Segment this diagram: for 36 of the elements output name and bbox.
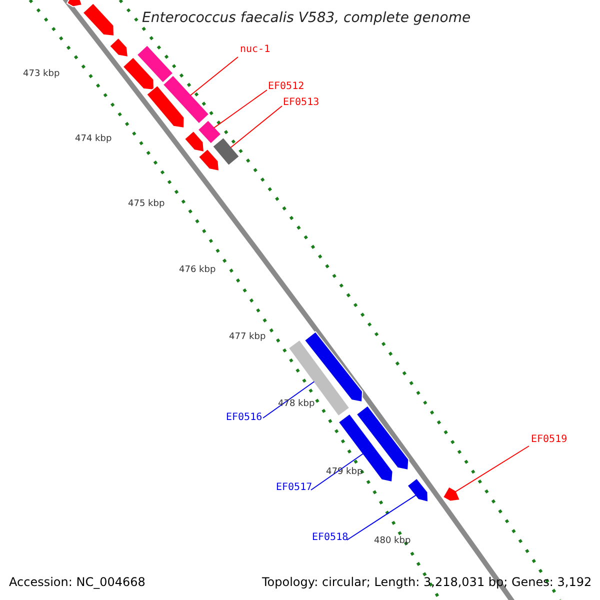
gene-feature (82, 2, 115, 37)
gene-feature (197, 120, 222, 144)
genome-stats-text: Topology: circular; Length: 3,218,031 bp; Genes: 3,192 (262, 576, 592, 588)
gene-label: EF0513 (283, 98, 320, 108)
gene-feature (146, 84, 185, 129)
gene-label: EF0519 (531, 435, 568, 445)
gene-feature (442, 486, 461, 502)
gene-label: EF0512 (268, 82, 304, 92)
gene-feature (66, 0, 83, 8)
genome-title: Enterococcus faecalis V583, complete genome (142, 11, 471, 25)
gene-feature (162, 74, 210, 124)
scale-label: 475 kbp (128, 200, 165, 209)
gene-label: EF0517 (276, 483, 312, 493)
gene-label: EF0516 (226, 413, 262, 423)
gene-feature (212, 136, 240, 166)
leader-line (310, 453, 364, 490)
gene-feature (198, 148, 220, 172)
gene-feature (108, 37, 129, 58)
gene-label: EF0518 (312, 533, 348, 543)
leader-line (455, 446, 530, 492)
gene-feature (406, 478, 429, 503)
leader-line (190, 56, 238, 96)
leader-line (262, 381, 315, 418)
leader-line (213, 90, 268, 128)
gene-label: nuc-1 (240, 45, 270, 55)
accession-text: Accession: NC_004668 (9, 576, 146, 588)
gene-feature (136, 44, 174, 84)
scale-label: 473 kbp (23, 70, 60, 79)
scale-label: 474 kbp (75, 135, 112, 144)
gene-feature (184, 130, 205, 153)
scale-label: 480 kbp (374, 537, 411, 546)
leader-line (346, 494, 417, 540)
leader-line (230, 106, 282, 148)
scale-label: 477 kbp (229, 333, 266, 342)
gene-feature (122, 56, 155, 91)
scale-label: 476 kbp (179, 266, 216, 275)
